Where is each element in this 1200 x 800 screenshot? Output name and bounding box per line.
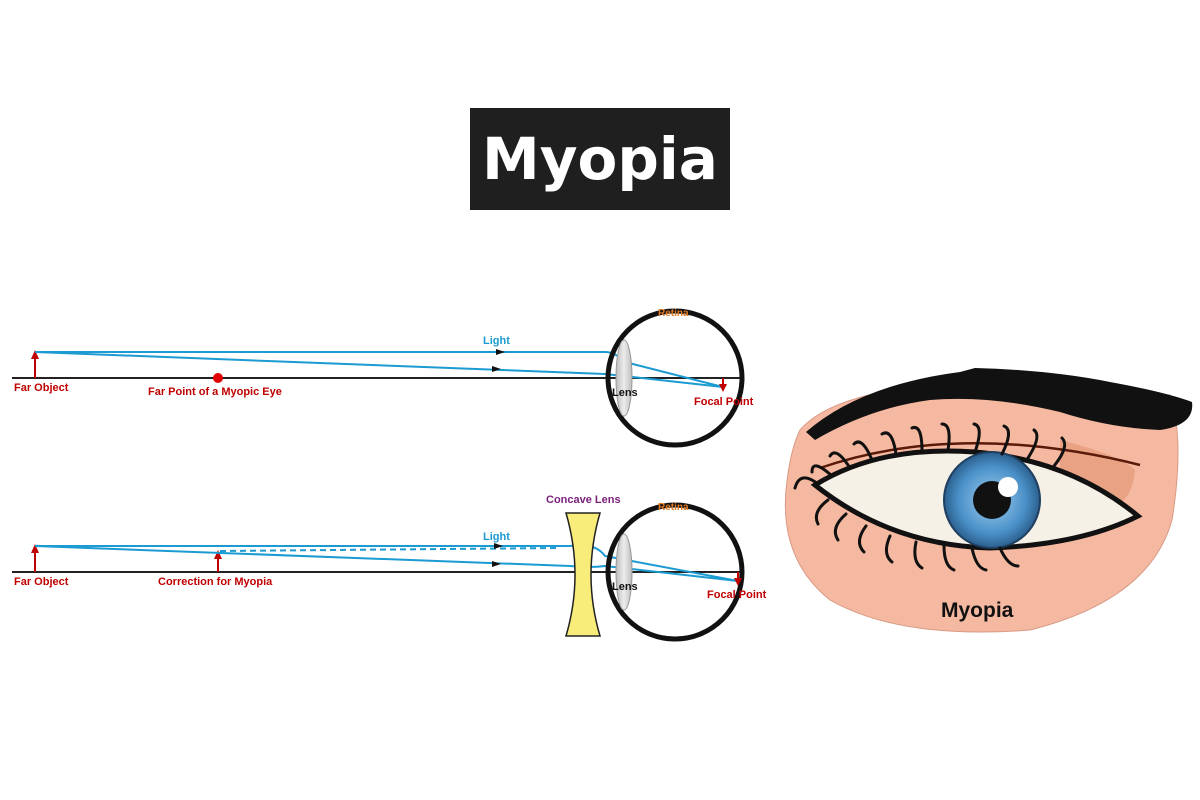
focal-point-label: Focal Point	[707, 589, 767, 601]
lower-eyelashes	[814, 498, 1020, 572]
focal-point-arrow	[719, 378, 727, 392]
title-banner: Myopia	[470, 108, 730, 210]
eyeball	[605, 308, 745, 448]
top-diagram: Far Object Far Point of a Myopic Eye Lig…	[12, 308, 754, 448]
focal-point-arrow	[734, 572, 742, 586]
bottom-diagram: Far Object Correction for Myopia Light C…	[12, 494, 767, 642]
far-object-arrow	[31, 544, 39, 572]
light-rays	[34, 544, 739, 582]
far-object-label: Far Object	[14, 576, 69, 588]
correction-arrow	[214, 550, 222, 572]
eye-lens	[615, 339, 633, 417]
focal-point-label: Focal Point	[694, 396, 754, 408]
ray-arrow-head	[492, 561, 501, 567]
eye-caption: Myopia	[941, 599, 1014, 622]
retina-label: Retina	[658, 308, 689, 319]
lens-label: Lens	[612, 581, 638, 593]
far-object-label: Far Object	[14, 382, 69, 394]
upper-eyelashes	[793, 422, 1067, 490]
ray-arrow-head	[496, 349, 505, 355]
eyeball	[605, 502, 745, 642]
concave-lens-label: Concave Lens	[546, 494, 621, 506]
far-object-arrow	[31, 350, 39, 378]
concave-lens	[564, 512, 602, 637]
eyebrow	[806, 368, 1193, 440]
eye-illustration: Myopia	[784, 368, 1193, 633]
virtual-ray-dashed	[219, 547, 561, 552]
ray-arrow-head	[492, 366, 501, 372]
correction-label: Correction for Myopia	[158, 576, 273, 588]
retina-label: Retina	[658, 502, 689, 513]
light-label: Light	[483, 531, 510, 543]
iris-highlight	[998, 477, 1018, 497]
eye-lens	[615, 533, 633, 611]
eyelid-shadow	[1060, 440, 1135, 505]
ray-arrow-head	[494, 543, 503, 549]
far-point-label: Far Point of a Myopic Eye	[148, 386, 282, 398]
page-title: Myopia	[482, 125, 718, 193]
far-point-dot	[213, 373, 223, 383]
lens-label: Lens	[612, 387, 638, 399]
light-label: Light	[483, 335, 510, 347]
eyelid-crease	[819, 441, 1141, 470]
